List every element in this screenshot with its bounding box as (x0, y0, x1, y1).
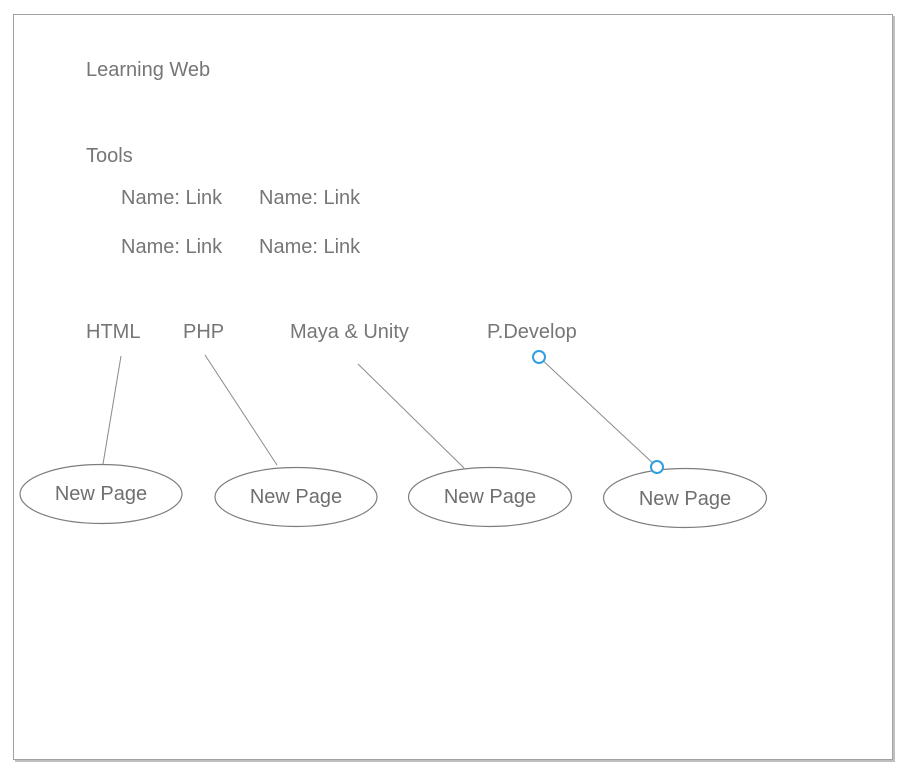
connector-maya-newpage[interactable] (357, 363, 465, 469)
topic-label-maya-unity[interactable]: Maya & Unity (290, 321, 409, 343)
connector-pdevelop-newpage[interactable] (538, 356, 658, 468)
topic-label-php[interactable]: PHP (183, 321, 225, 343)
topic-label-pdevelop[interactable]: P.Develop (487, 321, 577, 343)
page-node-ellipse-1[interactable] (19, 463, 183, 525)
drawing-page[interactable] (13, 14, 893, 760)
page-node-ellipse-3[interactable] (407, 466, 573, 528)
tools-link-2[interactable]: Name: Link (259, 187, 361, 209)
page-node-label-4[interactable]: New Page (638, 488, 732, 510)
connector-html-newpage[interactable] (102, 355, 122, 465)
topic-label-html[interactable]: HTML (86, 321, 141, 343)
connector-endpoint-handle-end[interactable] (650, 460, 664, 474)
tools-link-4[interactable]: Name: Link (259, 236, 361, 258)
tools-heading-label[interactable]: Tools (86, 145, 133, 167)
tools-link-1[interactable]: Name: Link (121, 187, 223, 209)
page-node-ellipse-2[interactable] (214, 466, 378, 528)
connector-php-newpage[interactable] (204, 354, 278, 466)
page-node-label-2[interactable]: New Page (249, 486, 343, 508)
page-node-label-1[interactable]: New Page (54, 483, 148, 505)
site-title-label[interactable]: Learning Web (86, 59, 211, 81)
page-node-ellipse-4[interactable] (602, 467, 768, 529)
page-node-label-3[interactable]: New Page (443, 486, 537, 508)
tools-link-3[interactable]: Name: Link (121, 236, 223, 258)
connector-endpoint-handle-start[interactable] (532, 350, 546, 364)
